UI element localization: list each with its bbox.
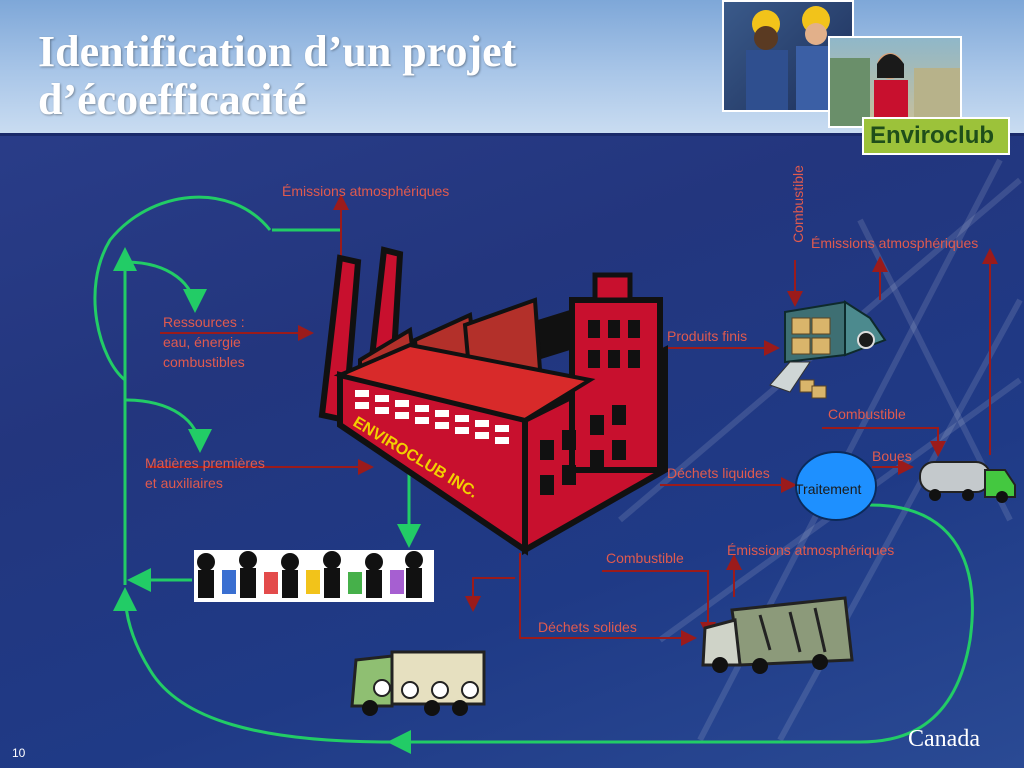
garbage-truck-icon [701,596,854,674]
loop-inner-1 [124,260,207,313]
label-resources-line-2: eau, énergie [163,334,241,350]
label-raw-materials: Matières premières et auxiliaires [145,453,265,493]
delivery-truck-icon [769,300,887,399]
arrow-combustible-right [822,427,946,457]
label-resources-line-3: combustibles [163,354,245,370]
header-divider [0,133,1024,136]
workers-photo [722,0,854,112]
arrow-combustible-bottom [602,570,716,638]
label-combustible-vertical: Combustible [789,165,806,243]
title-line-1: Identification d’un projet [38,27,517,76]
label-resources: Ressources : eau, énergie combustibles [163,312,245,372]
label-raw-line-2: et auxiliaires [145,475,223,491]
enviroclub-logo: Enviroclub [862,117,1010,155]
label-emissions-right: Émissions atmosphériques [811,235,979,251]
label-dechets-liquides: Déchets liquides [667,465,770,481]
canada-wordmark: Canada [908,726,980,752]
label-produits-finis: Produits finis [667,328,748,344]
label-raw-line-1: Matières premières [145,455,265,471]
loop-top [93,195,272,382]
loop-inner-2 [124,398,212,453]
tanker-truck-icon [919,461,1016,503]
traitement-node [795,451,877,521]
logo-text: Enviroclub [870,122,995,149]
people-cluster-icon [194,550,434,602]
loop-bottom [387,503,974,754]
factory-icon [318,246,668,556]
label-emissions-bottom: Émissions atmosphériques [727,542,895,558]
page-number: 10 [12,746,26,760]
label-emissions-top: Émissions atmosphériques [282,183,450,199]
label-traitement: Traitement [795,481,862,497]
label-boues: Boues [872,448,912,464]
label-resources-line-1: Ressources : [163,314,245,330]
loop-bottom-left [113,587,391,744]
label-combustible-bottom: Combustible [606,550,684,566]
slide-title: Identification d’un projet d’écoefficaci… [38,28,718,124]
arrow-factory-left [465,577,515,612]
label-dechets-solides: Déchets solides [538,619,637,635]
label-combustible-right: Combustible [828,406,906,422]
recycling-truck-icon [350,650,486,716]
arrow-dechets-solides [519,553,697,646]
title-line-2: d’écoefficacité [38,75,307,124]
